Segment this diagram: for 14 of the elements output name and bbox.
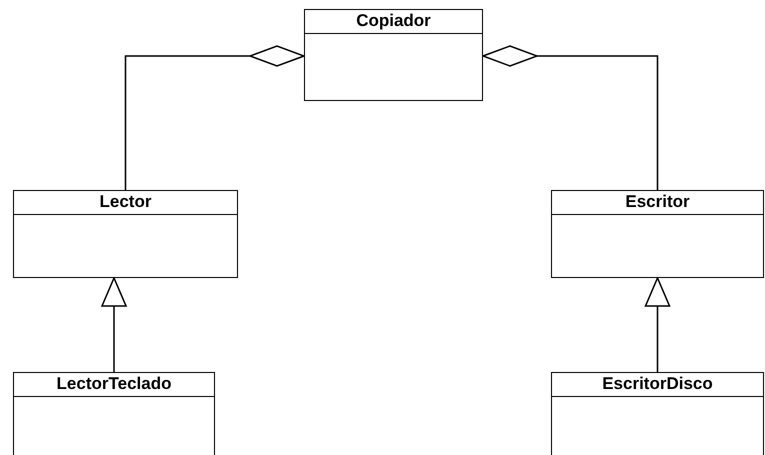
- aggregation-connector: [482, 45, 658, 190]
- class-box: [13, 372, 215, 455]
- class-box: [551, 190, 764, 278]
- inheritance-arrow: [644, 277, 670, 372]
- class-name: EscritorDisco: [552, 373, 763, 397]
- class-box: [304, 9, 483, 101]
- class-name: Copiador: [305, 10, 482, 34]
- class-name: Escritor: [552, 191, 763, 215]
- class-box: [551, 372, 764, 455]
- class-name: LectorTeclado: [14, 373, 214, 397]
- aggregation-connector: [124, 45, 305, 190]
- class-box: [13, 190, 238, 278]
- class-name: Lector: [14, 191, 237, 215]
- inheritance-arrow: [101, 277, 127, 372]
